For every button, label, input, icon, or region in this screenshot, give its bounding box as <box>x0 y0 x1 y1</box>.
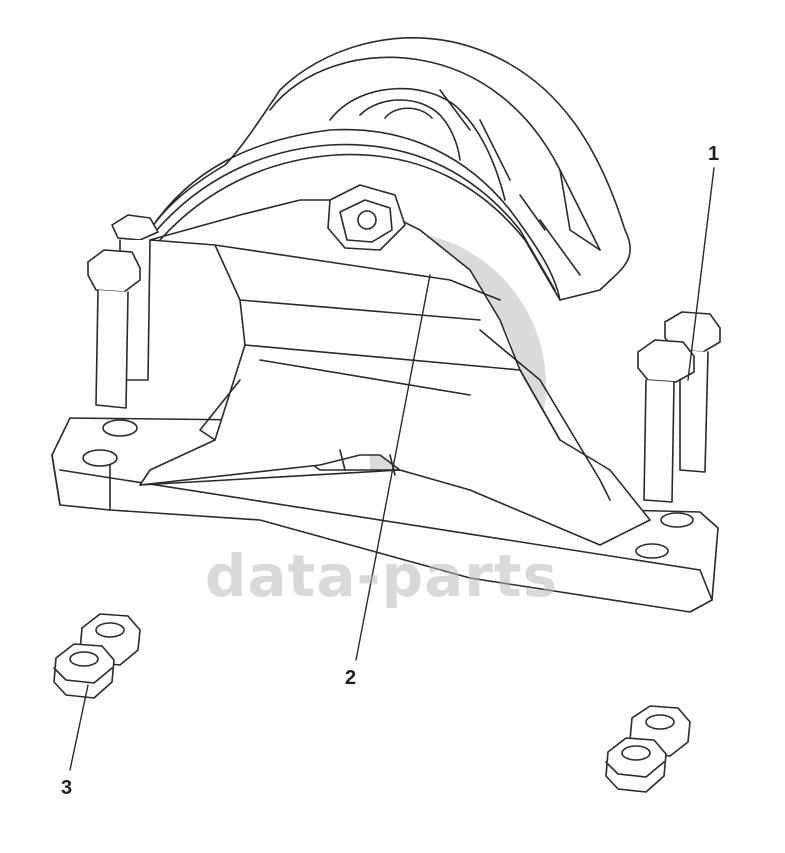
bolt-right-front <box>637 339 695 503</box>
callout-1-label: 1 <box>708 143 720 165</box>
bracket-body <box>139 199 651 546</box>
center-bolt-head <box>327 184 406 251</box>
nut-pair-left <box>53 613 141 699</box>
nut-pair-right <box>605 705 691 793</box>
leader-line-3 <box>69 684 89 771</box>
leader-line-2 <box>355 274 431 661</box>
upper-cradle <box>149 37 631 301</box>
leader-line-1 <box>687 167 715 381</box>
callout-2-label: 2 <box>345 667 357 689</box>
watermark-text: data-parts <box>205 542 559 610</box>
bolt-left-front <box>87 249 141 409</box>
callout-3-label: 3 <box>61 777 73 799</box>
